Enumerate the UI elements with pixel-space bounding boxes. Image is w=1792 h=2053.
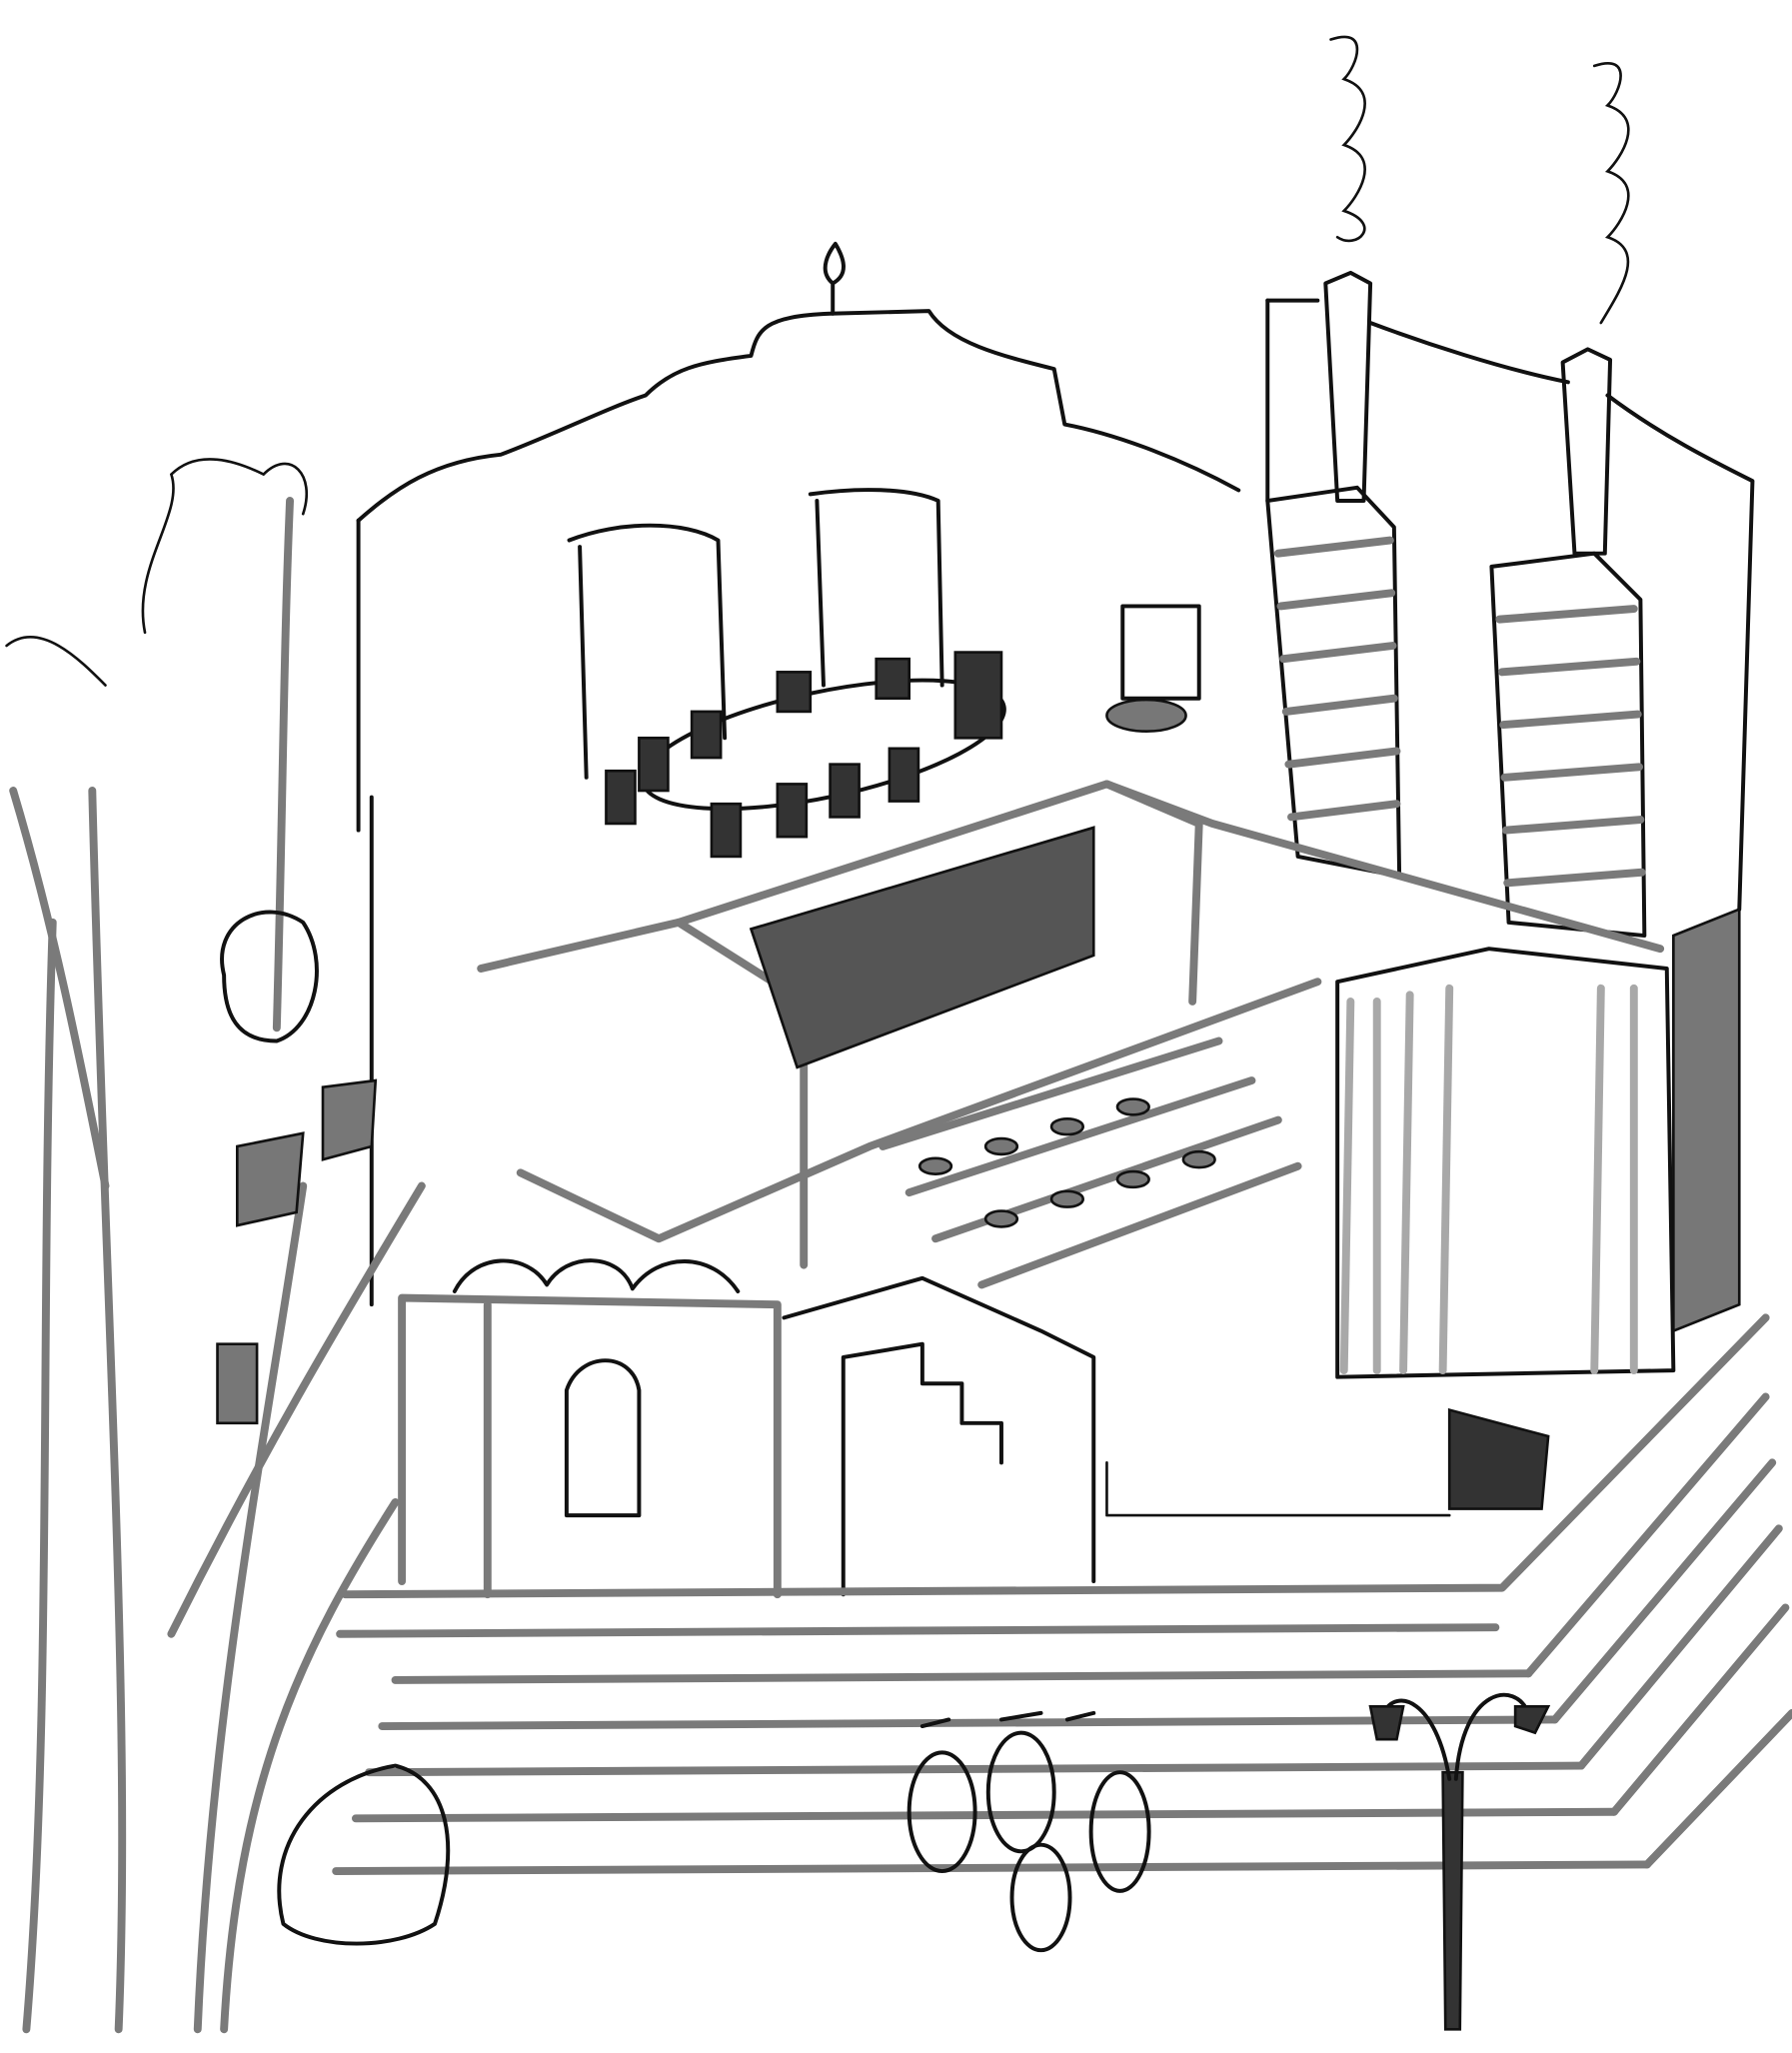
bicycles (906, 1710, 1151, 1953)
chimneys (1323, 35, 1630, 556)
dining-room (567, 488, 1201, 859)
curtain-stage (1335, 907, 1741, 1379)
smoke-right (1592, 62, 1630, 325)
smoke-left (1329, 35, 1366, 243)
building-outline (356, 298, 1755, 1307)
bookshelves (1265, 485, 1647, 939)
street-lamp (1368, 1692, 1551, 2031)
spire-ornament (823, 241, 846, 316)
trees (5, 458, 451, 2034)
hatched-window (749, 826, 1095, 1069)
front-steps (332, 1313, 1792, 1876)
lower-rooms (398, 1258, 1550, 1599)
tiered-seating (879, 1036, 1302, 1289)
